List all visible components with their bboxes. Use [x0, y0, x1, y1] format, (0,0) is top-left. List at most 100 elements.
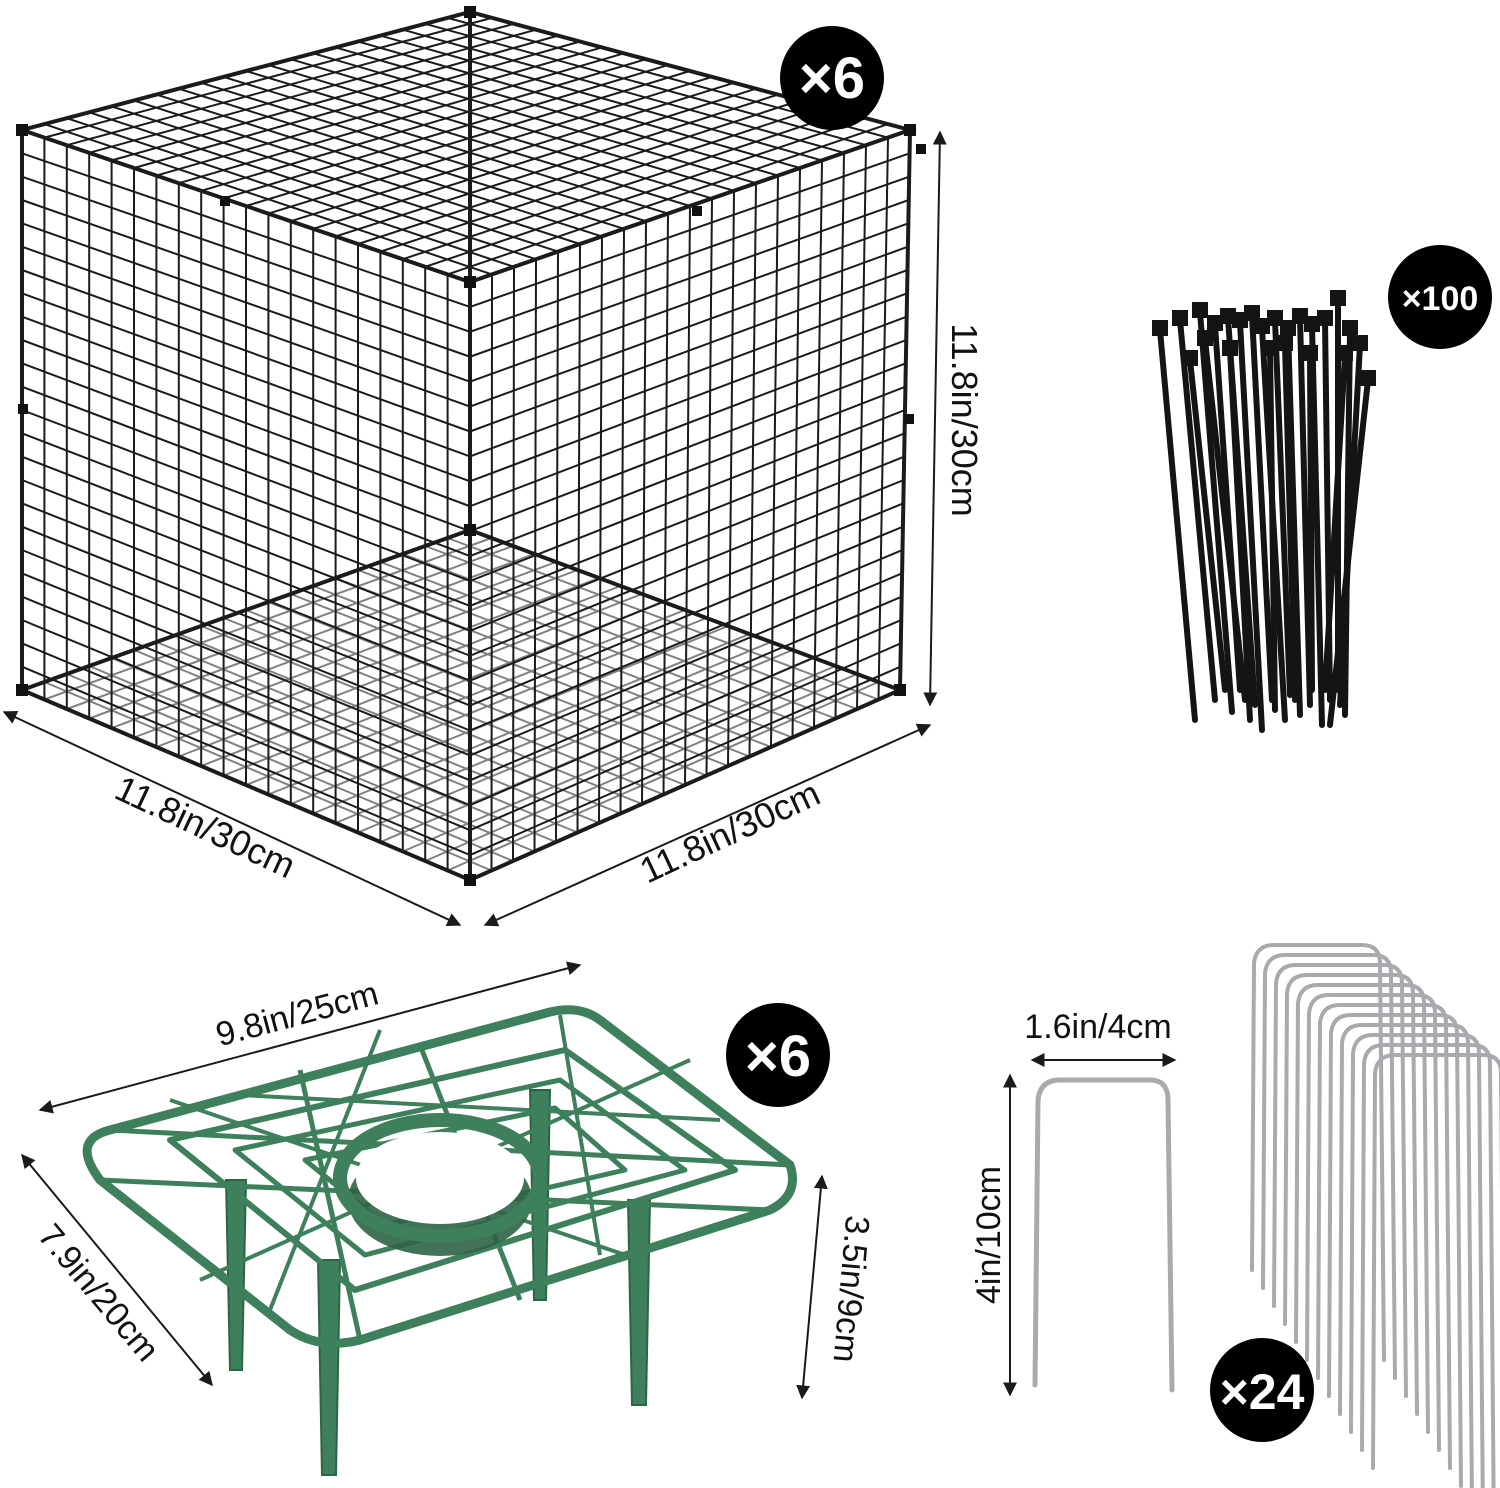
plant-support-tray-illustration: ×6 9.8in/25cm 7.9in/20cm 3.5in/9cm: [21, 961, 876, 1476]
cage-mesh-wire: [469, 502, 904, 682]
cage-mesh-wire: [223, 64, 669, 200]
cage-mesh-wire: [44, 537, 492, 701]
cable-tie: [1187, 357, 1228, 693]
cable-tie-head: [1254, 318, 1270, 334]
cage-mesh-wire: [21, 222, 471, 383]
cage-mesh-wire: [88, 28, 537, 154]
cable-tie: [1202, 337, 1248, 703]
cage-connector-clips: [16, 6, 926, 886]
cage-mesh-wire: [44, 16, 493, 139]
cable-tie-head: [1152, 320, 1168, 336]
cable-tie-head: [1342, 320, 1358, 336]
cable-tie-head: [1207, 315, 1223, 331]
cage-mesh-wire: [21, 292, 471, 458]
cage-width-label: 11.8in/30cm: [633, 772, 826, 891]
tray-length-label: 9.8in/25cm: [212, 974, 382, 1054]
cable-tie-head: [1182, 350, 1198, 366]
staple-width-label: 1.6in/4cm: [1024, 1008, 1171, 1046]
cage-height-label: 11.8in/30cm: [944, 323, 985, 516]
cage-mesh-wire: [21, 315, 471, 483]
cage-mesh-wire: [66, 22, 515, 147]
tray-length-dimension: 9.8in/25cm: [38, 961, 582, 1114]
cage-mesh-wire: [469, 549, 903, 732]
cable-tie: [1327, 377, 1371, 728]
tray-quantity-text: ×6: [745, 1024, 811, 1089]
cage-mesh-wire: [469, 175, 910, 333]
cage-mesh-wire: [111, 34, 559, 162]
cable-tie: [1272, 317, 1293, 698]
cage-mesh-wire: [21, 339, 471, 508]
tray-center-ring: [333, 1113, 547, 1256]
ground-staples-illustration: 1.6in/4cm 4in/10cm ×24: [970, 943, 1500, 1488]
cable-ties-illustration: ×100: [1152, 245, 1492, 733]
cage-height-dimension: 11.8in/30cm: [923, 130, 985, 707]
cage-mesh-wire: [424, 117, 867, 268]
cage-wire-mesh: [21, 11, 911, 881]
cage-mesh-wire: [21, 152, 471, 308]
cable-tie: [1197, 309, 1235, 715]
cage-mesh-wire: [469, 152, 910, 308]
cage-mesh-wire: [335, 641, 772, 824]
tray-width-label: 7.9in/20cm: [30, 1217, 166, 1369]
cage-mesh-wire: [312, 87, 757, 230]
staple-height-dimension: 4in/10cm: [970, 1073, 1017, 1397]
cable-tie: [1309, 323, 1325, 728]
cable-tie-head: [1267, 310, 1283, 326]
cage-mesh-wire: [469, 432, 905, 607]
cage-mesh-wire: [469, 479, 905, 657]
cage-mesh-wire: [469, 339, 907, 508]
cable-tie-head: [1337, 345, 1353, 361]
tray-quantity-badge: ×6: [726, 1003, 830, 1107]
cage-mesh-wire: [290, 81, 735, 223]
cage-mesh-wire: [380, 105, 823, 253]
cage-mesh-wire: [469, 315, 908, 483]
cage-mesh-wire: [21, 362, 471, 533]
cage-mesh-wire: [178, 52, 625, 185]
cable-tie-head: [1244, 305, 1260, 321]
cage-mesh-wire: [469, 199, 910, 358]
cable-tie-head: [1302, 345, 1318, 361]
cage-mesh-wire: [424, 673, 858, 862]
cage-mesh-wire: [357, 99, 801, 245]
cable-tie-head: [1262, 340, 1278, 356]
cable-tie-bundle: [1152, 290, 1376, 733]
cage-mesh-wire: [469, 269, 908, 433]
cage-mesh-wire: [200, 58, 647, 192]
staple: [1371, 1053, 1500, 1470]
cage-mesh-wire: [21, 502, 471, 682]
cable-tie: [1237, 319, 1265, 733]
cage-mesh-wire: [21, 432, 471, 607]
cable-tie: [1157, 327, 1198, 723]
staple-height-label: 4in/10cm: [970, 1166, 1008, 1304]
cable-tie-head: [1172, 310, 1188, 326]
cage-mesh-wire: [21, 199, 471, 358]
cage-mesh-wire: [21, 269, 471, 433]
staples-quantity-badge: ×24: [1210, 1338, 1314, 1442]
cable-tie-head: [1317, 310, 1333, 326]
cage-mesh-wire: [66, 545, 514, 710]
cable-tie: [1285, 327, 1303, 718]
staple-width-dimension: 1.6in/4cm: [1024, 1008, 1177, 1067]
cable-tie-head: [1352, 335, 1368, 351]
cable-tie: [1267, 347, 1278, 713]
cage-mesh-wire: [156, 46, 603, 177]
cage-mesh-wire: [21, 525, 471, 707]
cage-mesh-wire: [469, 245, 909, 408]
cage-mesh-wire: [21, 479, 471, 657]
cable-tie: [1307, 352, 1315, 693]
cage-mesh-wire: [447, 123, 889, 276]
cage-mesh-wire: [21, 175, 471, 333]
cable-tie-head: [1192, 302, 1208, 318]
cage-mesh-wire: [133, 40, 581, 169]
cage-mesh-wire: [335, 93, 779, 238]
cable-ties-quantity-badge: ×100: [1388, 245, 1492, 349]
cage-quantity-badge: ×6: [780, 26, 884, 130]
cable-tie: [1322, 352, 1348, 693]
cage-mesh-wire: [21, 409, 471, 582]
cage-mesh-wire: [469, 385, 906, 558]
cage-mesh-wire: [88, 553, 535, 720]
wire-cage-illustration: ×6 11.8in/30cm 11.8in/30cm 11.8in/30cm: [2, 6, 985, 927]
cage-mesh-wire: [21, 385, 471, 558]
cable-tie-head: [1330, 290, 1346, 306]
